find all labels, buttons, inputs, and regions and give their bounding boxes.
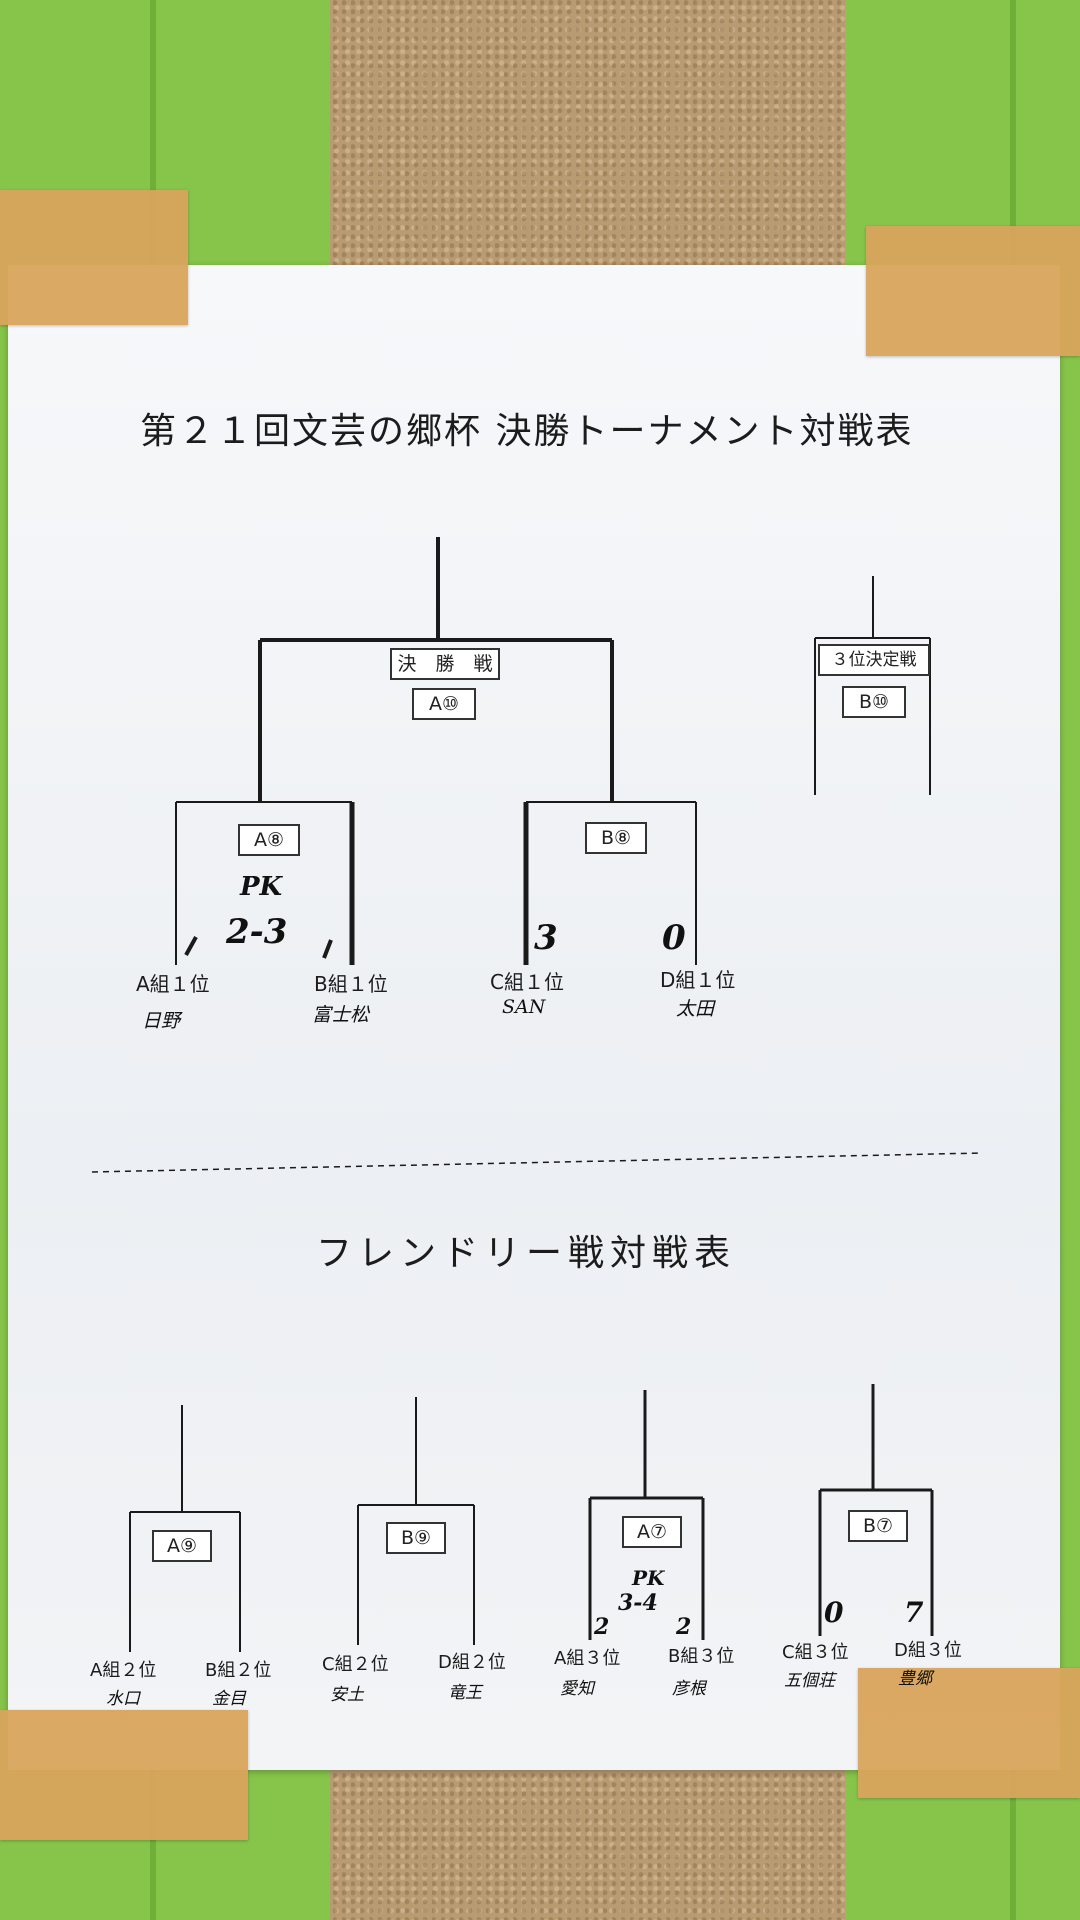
tape-top-right <box>866 226 1080 356</box>
friendly-3-right-group: B組３位 <box>668 1646 735 1667</box>
team-a1-name: 日野 <box>142 1010 181 1032</box>
semi-right-score-right: 0 <box>662 918 686 958</box>
team-b1-group: B組１位 <box>314 972 388 996</box>
friendly-3-court: A⑦ <box>622 1516 682 1548</box>
friendly-2-right-team: 竜王 <box>448 1683 482 1703</box>
team-c1-group: C組１位 <box>490 970 564 994</box>
friendly-3-right-team: 彦根 <box>672 1679 706 1699</box>
team-d1-name: 太田 <box>676 998 715 1020</box>
friendly-2-left-group: C組２位 <box>322 1654 389 1675</box>
final-court: A⑩ <box>412 688 476 720</box>
friendly-4-right-score: 7 <box>904 1596 924 1629</box>
team-d1-group: D組１位 <box>660 968 736 992</box>
friendly-1-left-team: 水口 <box>106 1689 140 1709</box>
team-c1-name: SAN <box>502 996 546 1018</box>
friendly-title: フレンドリー戦対戦表 <box>316 1233 737 1274</box>
friendly-3-pk-label: PK <box>632 1566 665 1590</box>
friendly-4-left-score: 0 <box>824 1596 844 1629</box>
friendly-2-left-team: 安土 <box>330 1685 364 1705</box>
semi-left-score-right: 1 <box>326 928 327 929</box>
tape-top-left <box>0 190 188 325</box>
semi-left-score-left: 1 <box>190 928 191 929</box>
third-place-label: ３位決定戦 <box>818 644 930 676</box>
friendly-1-right-team: 金目 <box>212 1689 246 1709</box>
friendly-4-right-group: D組３位 <box>894 1640 962 1661</box>
semi-right-court: B⑧ <box>585 822 647 854</box>
semi-left-pk-score: 2-3 <box>226 912 288 952</box>
semi-right-score-left: 3 <box>534 918 558 958</box>
friendly-3-pk-score: 3-4 <box>618 1590 658 1616</box>
friendly-3-left-team: 愛知 <box>560 1679 594 1699</box>
semi-left-pk-label: PK <box>240 872 283 902</box>
friendly-4-right-team: 豊郷 <box>898 1669 932 1689</box>
third-place-court: B⑩ <box>842 686 906 718</box>
page-title: 第２１回文芸の郷杯 決勝トーナメント対戦表 <box>140 411 914 452</box>
friendly-2-court: B⑨ <box>386 1522 446 1554</box>
team-b1-name: 富士松 <box>312 1004 370 1026</box>
friendly-1-left-group: A組２位 <box>90 1660 157 1681</box>
friendly-4-left-group: C組３位 <box>782 1642 849 1663</box>
friendly-2-right-group: D組２位 <box>438 1652 506 1673</box>
friendly-3-left-score: 2 <box>594 1614 610 1640</box>
friendly-4-left-team: 五個荘 <box>784 1671 835 1691</box>
final-label: 決 勝 戦 <box>390 648 500 680</box>
friendly-4-court: B⑦ <box>848 1510 908 1542</box>
friendly-1-court: A⑨ <box>152 1530 212 1562</box>
semi-left-court: A⑧ <box>238 824 300 856</box>
team-a1-group: A組１位 <box>136 972 210 996</box>
tape-bottom-left <box>0 1710 248 1840</box>
friendly-3-right-score: 2 <box>676 1614 692 1640</box>
tape-bottom-right <box>858 1668 1080 1798</box>
friendly-3-left-group: A組３位 <box>554 1648 621 1669</box>
friendly-1-right-group: B組２位 <box>205 1660 272 1681</box>
